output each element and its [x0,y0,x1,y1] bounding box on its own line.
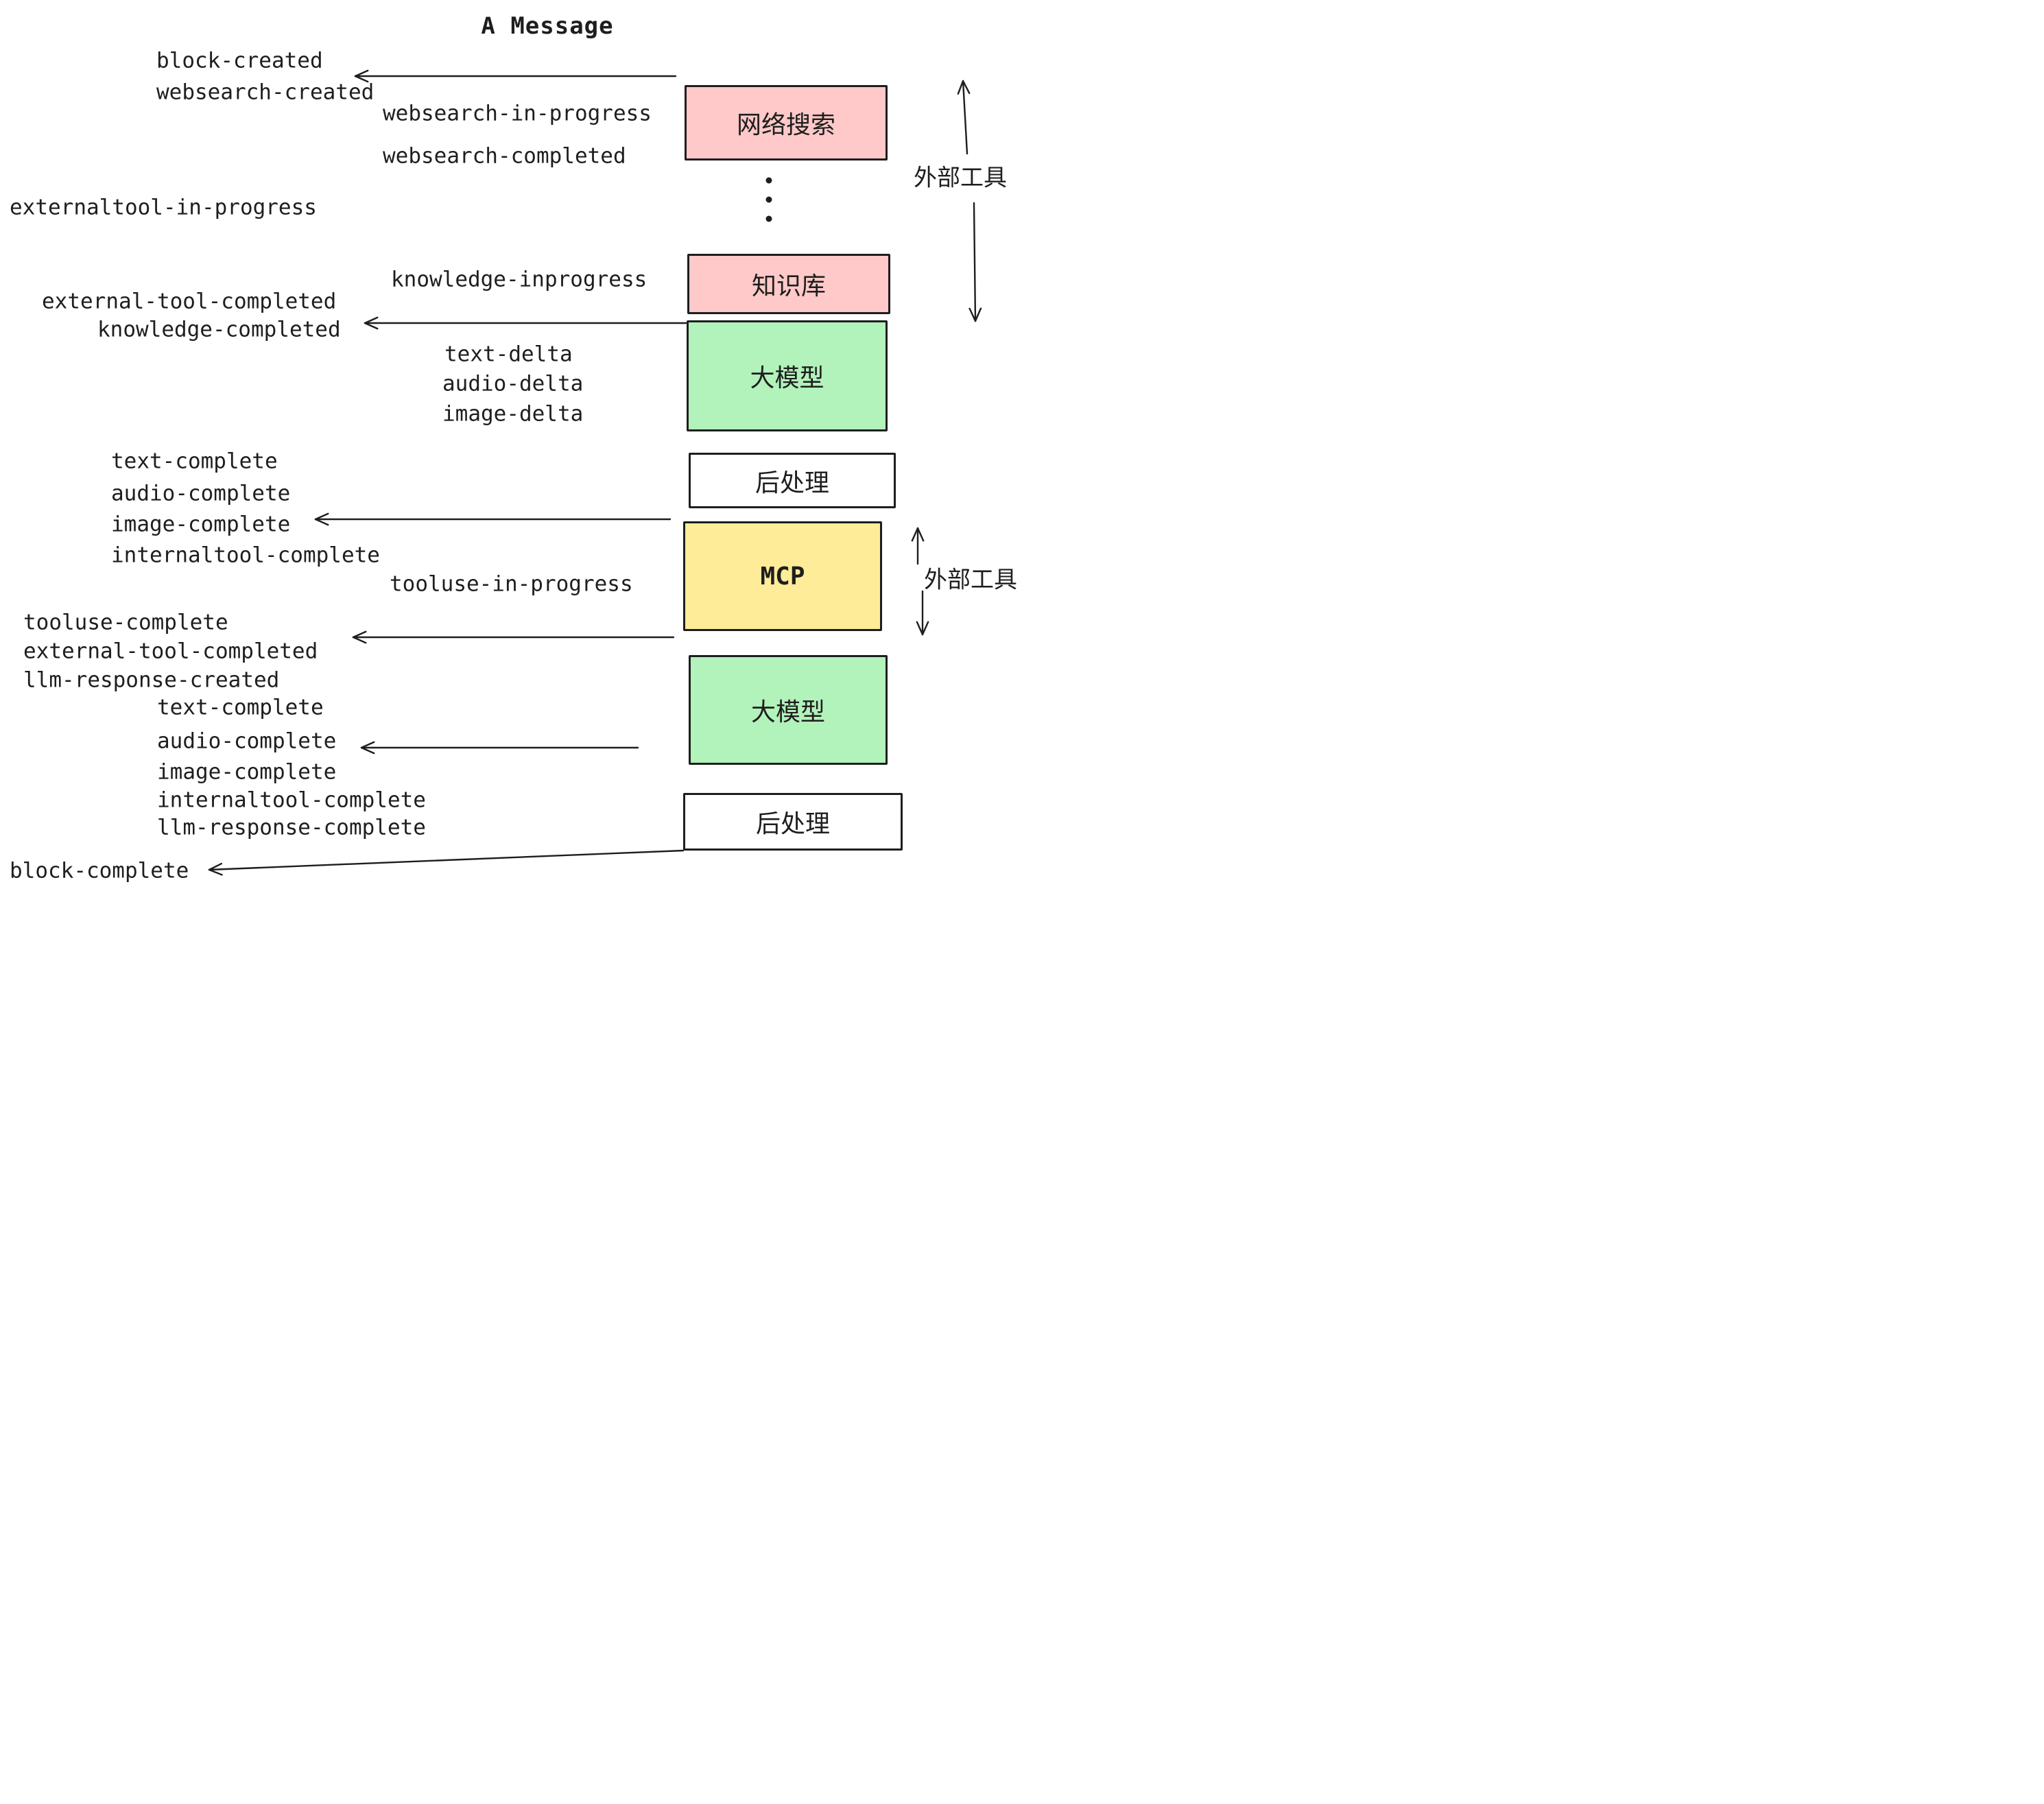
event-label-websearch-completed: websearch-completed [383,143,626,169]
event-label-text-complete-2: text-complete [157,695,324,720]
event-label-internaltool-complete-1: internaltool-complete [111,543,380,568]
event-label-llm-response-complete: llm-response-complete [157,815,426,840]
event-label-knowledge-inprogress: knowledge-inprogress [391,267,647,292]
event-label-externaltool-in-progress: externaltool-in-progress [10,195,317,220]
arrow-to-knowledge-completed [364,316,687,330]
event-label-audio-delta-1: audio-delta [442,371,584,396]
arrow-to-audio-complete [360,741,639,755]
event-label-tooluse-complete: tooluse-complete [23,610,228,635]
event-label-block-complete: block-complete [10,858,189,883]
knowledge-box: 知识库 [687,254,890,314]
event-label-knowledge-completed: knowledge-completed [97,317,341,342]
event-label-websearch-created: websearch-created [156,80,375,105]
arrow-to-image-complete [314,512,672,526]
event-label-image-delta-1: image-delta [442,401,584,427]
mcp-box: MCP [683,521,882,631]
llm-box-2: 大模型 [689,655,888,765]
event-label-tooluse-in-progress: tooluse-in-progress [390,571,633,597]
external-tool-down-arrow-2 [916,590,929,636]
vertical-ellipsis-dots [765,177,772,222]
external-tool-up-arrow-2 [911,527,925,565]
event-label-audio-complete-1: audio-complete [111,481,291,506]
arrow-to-block-complete [208,849,685,876]
llm-box-1: 大模型 [687,320,888,431]
event-label-text-complete-1: text-complete [111,449,278,474]
external-tools-label-1: 外部工具 [914,165,1007,191]
postprocess-box-1: 后处理 [689,453,896,508]
websearch-box: 网络搜索 [685,85,888,161]
arrow-to-tooluse-complete [352,630,675,644]
page-title: A Message [481,12,614,40]
postprocess-box-2: 后处理 [683,793,903,851]
external-tool-up-arrow-1 [957,80,971,155]
external-tool-down-arrow-1 [968,202,982,322]
event-label-image-complete-2: image-complete [157,759,337,785]
event-label-block-created: block-created [156,48,323,73]
event-label-image-complete-1: image-complete [111,512,291,537]
event-label-audio-complete-2: audio-complete [157,728,337,754]
event-label-external-tool-completed-1: external-tool-completed [42,289,337,314]
event-label-websearch-in-progress: websearch-in-progress [383,101,652,126]
event-label-text-delta-1: text-delta [444,342,573,367]
event-label-external-tool-completed-2: external-tool-completed [23,639,318,664]
external-tools-label-2: 外部工具 [924,567,1017,593]
arrow-to-websearch-created [354,69,677,83]
event-label-llm-response-created: llm-response-created [23,667,280,693]
event-label-internaltool-complete-2: internaltool-complete [157,787,426,813]
arrow-layer [208,69,982,876]
